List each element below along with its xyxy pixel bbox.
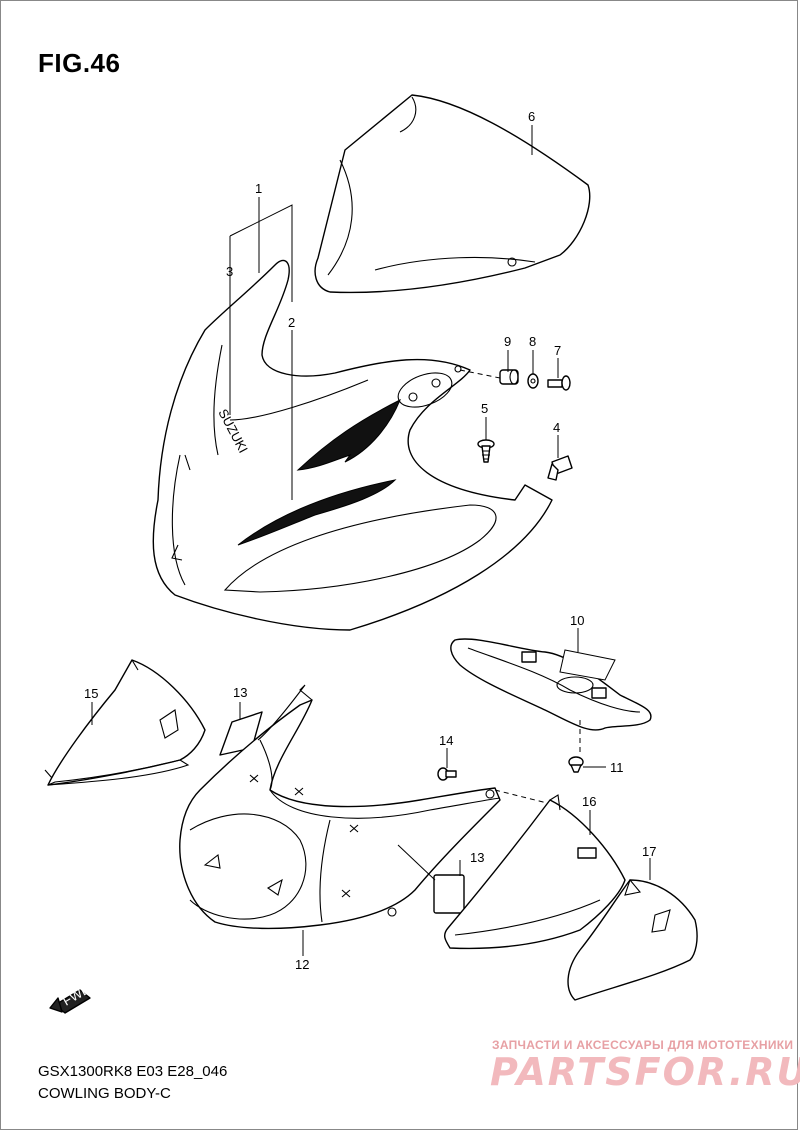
callout-13-lower: 13 — [470, 850, 484, 865]
figure-name: COWLING BODY-C — [38, 1085, 171, 1102]
callout-2: 2 — [288, 315, 295, 330]
callout-11: 11 — [610, 760, 624, 775]
fwd-arrow-badge: FWD — [49, 981, 93, 1014]
callout-17: 17 — [642, 844, 656, 859]
callout-12: 12 — [295, 957, 309, 972]
lower-cowling-part-12[interactable] — [179, 684, 501, 930]
collar-part-9[interactable] — [459, 369, 519, 385]
callout-5: 5 — [481, 401, 488, 416]
callout-13-upper: 13 — [233, 685, 247, 700]
watermark-logo: PARTSFOR.RU — [490, 1050, 800, 1094]
callout-14: 14 — [439, 733, 453, 748]
watermark-tagline: ЗАПЧАСТИ И АКСЕССУАРЫ ДЛЯ МОТОТЕХНИКИ — [492, 1038, 794, 1052]
screw-part-11[interactable] — [568, 720, 584, 773]
leader-lines — [91, 125, 651, 956]
callout-1: 1 — [255, 181, 262, 196]
washer-part-8[interactable] — [527, 373, 539, 389]
callout-7: 7 — [554, 343, 561, 358]
bolt-part-7[interactable] — [547, 375, 571, 391]
inner-panel-part-16[interactable] — [443, 789, 626, 950]
callout-4: 4 — [553, 420, 560, 435]
callout-numbers: 1 2 3 4 5 6 7 8 9 10 11 12 13 13 14 15 1… — [84, 109, 656, 972]
side-panel-part-15[interactable] — [44, 659, 206, 786]
bracket-part-10[interactable] — [450, 638, 652, 731]
sticker-part-13-lower[interactable] — [433, 874, 465, 914]
callout-6: 6 — [528, 109, 535, 124]
side-cover-part-17[interactable] — [567, 878, 698, 1001]
bolt-part-4[interactable] — [547, 455, 573, 481]
callout-16: 16 — [582, 794, 596, 809]
callout-15: 15 — [84, 686, 98, 701]
model-code: GSX1300RK8 E03 E28_046 — [38, 1063, 228, 1080]
figure-title: FIG.46 — [38, 48, 121, 78]
bolt-part-14[interactable] — [437, 767, 457, 781]
windscreen-part-6[interactable] — [314, 94, 591, 294]
callout-10: 10 — [570, 613, 584, 628]
callout-9: 9 — [504, 334, 511, 349]
callout-3: 3 — [226, 264, 233, 279]
callout-8: 8 — [529, 334, 536, 349]
upper-cowling-part-1[interactable]: SUZUKI — [152, 259, 553, 631]
screw-part-5[interactable] — [477, 439, 495, 463]
